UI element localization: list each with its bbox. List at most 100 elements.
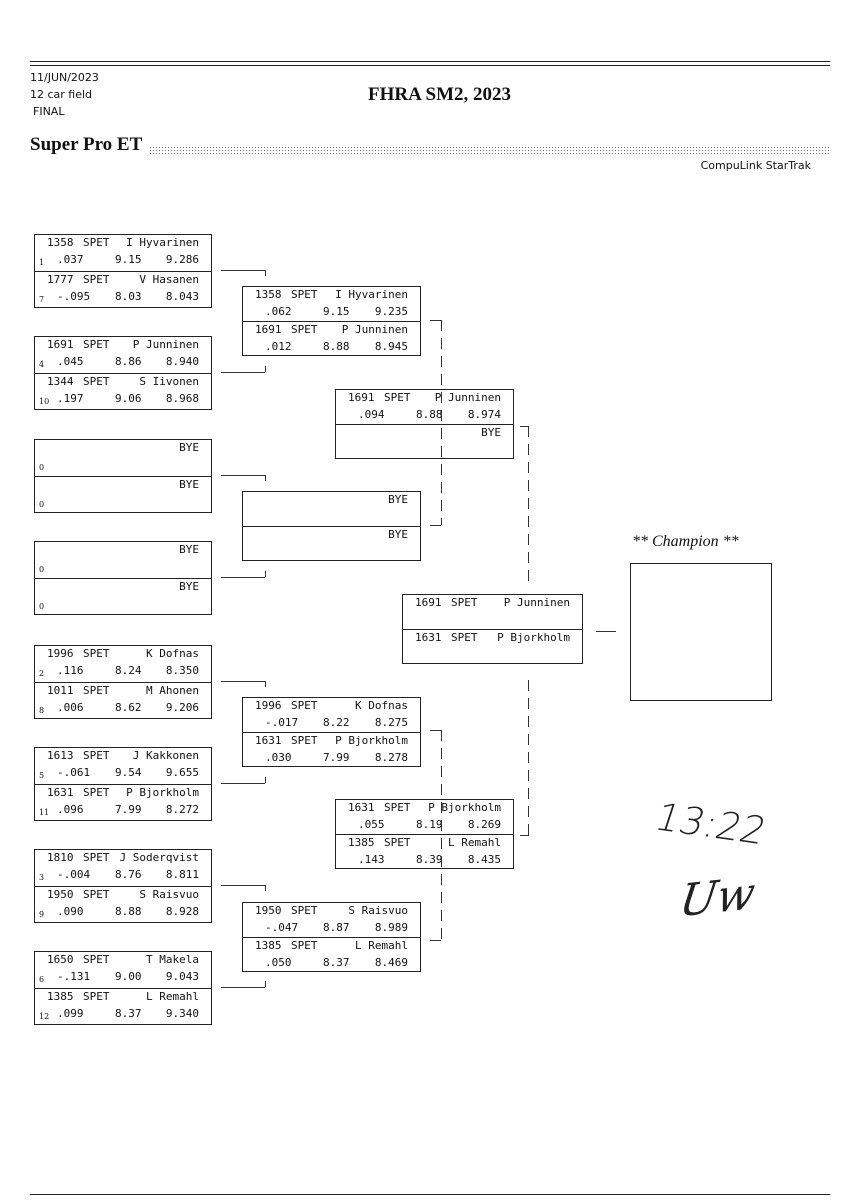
driver-name: M Ahonen	[146, 684, 199, 697]
dial-in: 7.99	[115, 803, 142, 816]
reaction-time: .090	[57, 905, 84, 918]
car-number: 1691	[47, 338, 74, 351]
driver-name: BYE	[179, 580, 199, 593]
reaction-time: .006	[57, 701, 84, 714]
r1-connector	[221, 783, 265, 784]
driver-name: S Raisvuo	[348, 904, 408, 917]
seed-number: 6	[39, 975, 45, 984]
r3-connector	[528, 680, 529, 835]
reaction-time: -.095	[57, 290, 91, 303]
class-code: SPET	[291, 699, 318, 712]
class-code: SPET	[83, 990, 110, 1003]
champion-box	[630, 563, 772, 701]
reaction-time: -.047	[265, 921, 299, 934]
dial-in: 8.19	[416, 818, 443, 831]
reaction-time: -.004	[57, 868, 91, 881]
handwritten-time: 13:22	[649, 795, 772, 853]
dial-in: 8.86	[115, 355, 142, 368]
r1-connector-tick	[265, 981, 266, 987]
reaction-time: .143	[358, 853, 385, 866]
elapsed-time: 8.968	[165, 392, 199, 405]
final-matchup: 1691 SPET P Junninen 1631 SPET P Bjorkholm	[402, 594, 583, 664]
elapsed-time: 8.989	[374, 921, 408, 934]
elapsed-time: 8.811	[165, 868, 199, 881]
class-code: SPET	[384, 801, 411, 814]
reaction-time: .096	[57, 803, 84, 816]
elapsed-time: 8.940	[165, 355, 199, 368]
driver-name: BYE	[481, 426, 501, 439]
elapsed-time: 8.469	[374, 956, 408, 969]
car-number: 1777	[47, 273, 74, 286]
reaction-time: .045	[57, 355, 84, 368]
elapsed-time: 8.275	[374, 716, 408, 729]
class-code: SPET	[83, 953, 110, 966]
driver-name: S Raisvuo	[139, 888, 199, 901]
elapsed-time: 8.043	[165, 290, 199, 303]
dial-in: 8.62	[115, 701, 142, 714]
reaction-time: .094	[358, 408, 385, 421]
r1-connector	[221, 270, 265, 271]
dial-in: 8.22	[323, 716, 350, 729]
r1-connector	[221, 577, 265, 578]
car-number: 1631	[415, 631, 442, 644]
class-code: SPET	[291, 734, 318, 747]
car-number: 1691	[415, 596, 442, 609]
driver-name: BYE	[179, 543, 199, 556]
reaction-time: .050	[265, 956, 292, 969]
elapsed-time: 8.945	[374, 340, 408, 353]
reaction-time: .062	[265, 305, 292, 318]
driver-name: P Junninen	[434, 391, 501, 404]
driver-name: I Hyvarinen	[126, 236, 199, 249]
entry-slot: BYE	[336, 424, 513, 459]
entry-slot: BYE	[243, 526, 420, 561]
elapsed-time: 9.235	[374, 305, 408, 318]
car-number: 1631	[255, 734, 282, 747]
r2-connector-cap	[430, 320, 441, 321]
seed-number: 9	[39, 910, 45, 919]
dial-in: 9.06	[115, 392, 142, 405]
elapsed-time: 8.350	[165, 664, 199, 677]
class-code: SPET	[83, 851, 110, 864]
reaction-time: .037	[57, 253, 84, 266]
car-number: 1650	[47, 953, 74, 966]
reaction-time: .055	[358, 818, 385, 831]
car-number: 1358	[255, 288, 282, 301]
car-number: 1810	[47, 851, 74, 864]
software-name: CompuLink StarTrak	[700, 159, 811, 172]
category-title: Super Pro ET	[30, 134, 143, 155]
r1-connector	[221, 475, 265, 476]
elapsed-time: 9.340	[165, 1007, 199, 1020]
dial-in: 8.37	[323, 956, 350, 969]
elapsed-time: 9.206	[165, 701, 199, 714]
seed-number: 5	[39, 771, 45, 780]
driver-name: P Bjorkholm	[497, 631, 570, 644]
car-number: 1950	[47, 888, 74, 901]
reaction-time: .012	[265, 340, 292, 353]
driver-name: P Junninen	[503, 596, 570, 609]
entry-slot: 1691 SPET P Junninen	[403, 595, 582, 629]
r1-connector	[221, 372, 265, 373]
class-code: SPET	[451, 596, 478, 609]
car-number: 1385	[47, 990, 74, 1003]
driver-name: BYE	[179, 478, 199, 491]
elapsed-time: 8.435	[467, 853, 501, 866]
driver-name: P Junninen	[132, 338, 199, 351]
class-code: SPET	[83, 375, 110, 388]
category-dotted-rule	[149, 146, 830, 155]
r1-connector-tick	[265, 366, 266, 372]
